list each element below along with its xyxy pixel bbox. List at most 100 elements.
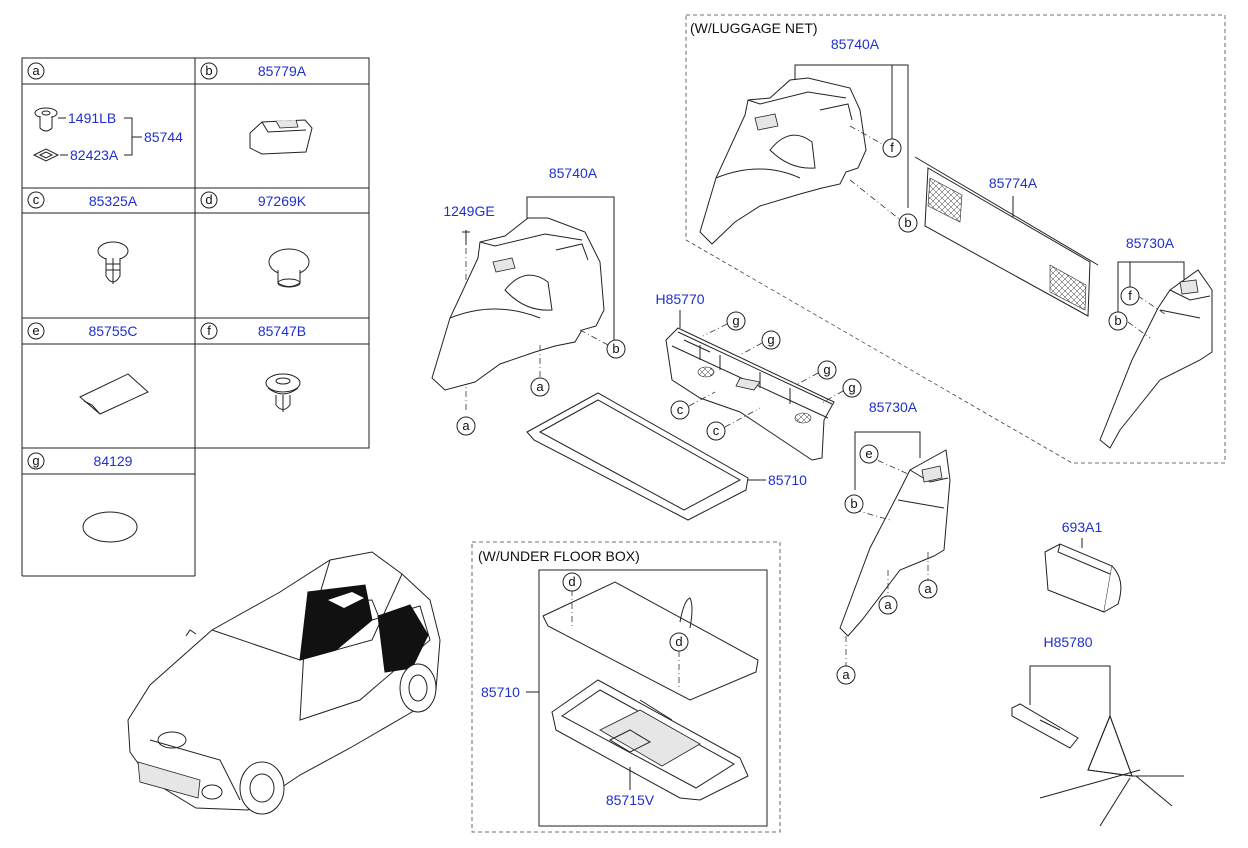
floor-cover-85710-drawing: [526, 392, 749, 521]
transverse-trim-group: H85770 g g g g: [655, 291, 862, 461]
legend-part-82423a[interactable]: 82423A: [70, 147, 119, 163]
svg-text:g: g: [848, 380, 855, 395]
legend-table: a b c d e f g 85779A 85325A 97269K: [21, 57, 370, 577]
callout-a-pillar-1: a: [918, 579, 938, 599]
first-aid-box-693a1-drawing: [1044, 543, 1122, 613]
pillar-trim-main-group: 85730A e b a a a: [836, 399, 951, 685]
callout-d-1: d: [562, 572, 582, 592]
washer-82423a-drawing: [32, 148, 60, 162]
part-1249ge[interactable]: 1249GE: [443, 203, 494, 219]
clip-85325a-drawing: [97, 241, 129, 284]
svg-text:b: b: [850, 496, 857, 511]
main-quarter-trim-group: 85740A 1249GE b a a: [431, 165, 626, 436]
legend-part-b[interactable]: 85779A: [258, 63, 307, 79]
car-illustration: [127, 551, 441, 815]
part-85774a[interactable]: 85774A: [989, 175, 1038, 191]
part-85715v[interactable]: 85715V: [606, 792, 655, 808]
under-floor-box-group: (W/UNDER FLOOR BOX) 85710 d d 85715V: [471, 541, 781, 833]
transverse-trim-h85770-drawing: [665, 327, 835, 461]
callout-g-4: g: [842, 378, 862, 398]
svg-text:g: g: [732, 313, 739, 328]
svg-text:b: b: [1114, 313, 1121, 328]
callout-c-1: c: [670, 400, 690, 420]
svg-text:f: f: [890, 140, 894, 155]
warning-triangle-h85780-drawing: [1039, 714, 1184, 827]
legend-part-c[interactable]: 85325A: [89, 193, 138, 209]
part-693a1-group: 693A1: [1044, 519, 1122, 613]
legend-part-85744[interactable]: 85744: [144, 129, 183, 145]
callout-f-pillar-net: f: [1120, 286, 1140, 306]
pillar-trim-85730a-net-drawing: [1099, 269, 1213, 449]
svg-text:g: g: [32, 453, 39, 468]
svg-text:b: b: [205, 63, 212, 78]
warning-triangle-group: H85780: [1011, 634, 1184, 827]
part-85710-box[interactable]: 85710: [481, 684, 520, 700]
clip-85747b-drawing: [265, 373, 301, 412]
callout-b-net: b: [898, 213, 918, 233]
callout-f-net: f: [882, 138, 902, 158]
pad-84129-drawing: [82, 511, 138, 543]
legend-part-e[interactable]: 85755C: [88, 323, 137, 339]
svg-text:c: c: [33, 192, 40, 207]
floor-box-85715v-drawing: [551, 679, 749, 801]
part-85740a-main[interactable]: 85740A: [549, 165, 598, 181]
svg-text:a: a: [884, 597, 892, 612]
svg-text:c: c: [677, 402, 684, 417]
floor-cover-group: 85710: [526, 392, 807, 521]
legend-part-1491lb[interactable]: 1491LB: [68, 110, 116, 126]
legend-letter-a: a: [27, 62, 45, 80]
quarter-trim-85740a-net-drawing: [699, 77, 867, 245]
callout-a-screw: a: [456, 416, 476, 436]
svg-text:a: a: [536, 379, 544, 394]
luggage-net-group: (W/LUGGAGE NET) 85740A f b 85774A: [685, 14, 1226, 464]
callout-g-1: g: [726, 311, 746, 331]
svg-text:e: e: [865, 446, 872, 461]
luggage-net-85774a-drawing: [914, 156, 1099, 317]
svg-text:d: d: [568, 574, 575, 589]
part-h85770[interactable]: H85770: [655, 291, 704, 307]
svg-text:e: e: [32, 323, 39, 338]
callout-a-pillar-3: a: [836, 665, 856, 685]
part-85710-main[interactable]: 85710: [768, 472, 807, 488]
part-693a1[interactable]: 693A1: [1062, 519, 1103, 535]
legend-part-f[interactable]: 85747B: [258, 323, 306, 339]
svg-text:b: b: [612, 341, 619, 356]
callout-a-main: a: [530, 377, 550, 397]
quarter-trim-85740a-main-drawing: [431, 217, 605, 391]
svg-text:a: a: [462, 418, 470, 433]
legend-letter-e: e: [27, 322, 45, 340]
callout-b-main: b: [606, 339, 626, 359]
callout-g-3: g: [817, 360, 837, 380]
legend-letter-b: b: [200, 62, 218, 80]
pad-85779a-drawing: [249, 119, 313, 155]
legend-letter-d: d: [200, 191, 218, 209]
part-85730a-net[interactable]: 85730A: [1126, 235, 1175, 251]
clip-1491lb-drawing: [34, 107, 58, 132]
legend-part-d[interactable]: 97269K: [258, 193, 307, 209]
floor-board-drawing: [542, 581, 759, 701]
callout-d-2: d: [669, 632, 689, 652]
plug-97269k-drawing: [268, 248, 310, 288]
legend-letter-g: g: [27, 452, 45, 470]
svg-text:b: b: [904, 215, 911, 230]
svg-text:f: f: [1128, 288, 1132, 303]
screw-1249ge-drawing: [462, 230, 470, 245]
svg-text:g: g: [767, 332, 774, 347]
svg-text:d: d: [205, 192, 212, 207]
pad-85755c-drawing: [79, 373, 149, 415]
svg-text:f: f: [207, 323, 211, 338]
legend-part-g[interactable]: 84129: [94, 453, 133, 469]
callout-b-pillar: b: [844, 494, 864, 514]
legend-letter-f: f: [200, 322, 218, 340]
callout-b-pillar-net: b: [1108, 311, 1128, 331]
part-85730a-main[interactable]: 85730A: [869, 399, 918, 415]
svg-text:a: a: [32, 63, 40, 78]
svg-text:d: d: [675, 634, 682, 649]
part-85740a-net[interactable]: 85740A: [831, 36, 880, 52]
group-label-luggage-net: (W/LUGGAGE NET): [690, 20, 818, 36]
callout-c-2: c: [706, 421, 726, 441]
legend-letter-c: c: [27, 191, 45, 209]
callout-a-pillar-2: a: [878, 595, 898, 615]
part-h85780[interactable]: H85780: [1043, 634, 1092, 650]
